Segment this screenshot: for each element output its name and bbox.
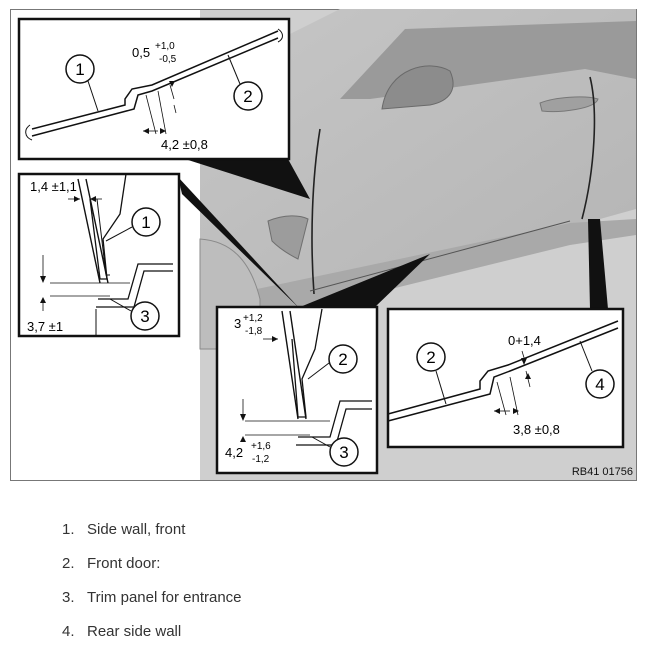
dim-offset: 0+1,4 xyxy=(508,333,541,348)
dim-gap-plus: +1,2 xyxy=(243,313,263,324)
door-gap-diagram: 1 2 0,5 +1,0 -0,5 4,2 ±0,8 1,4 ±1,1 1 xyxy=(10,9,637,481)
dim-gap: 3,8 ±0,8 xyxy=(513,422,560,437)
balloon-2: 2 xyxy=(426,348,435,367)
balloon-3: 3 xyxy=(339,443,348,462)
legend-text: Trim panel for entrance xyxy=(87,589,242,606)
callout-bottom-right: 2 4 0+1,4 3,8 ±0,8 xyxy=(386,307,625,449)
dim-gap-minus: -1,8 xyxy=(245,326,263,337)
dim-gap: 4,2 ±0,8 xyxy=(161,137,208,152)
legend-number: 3. xyxy=(62,589,75,606)
leader-wedges xyxy=(178,159,608,309)
balloon-1: 1 xyxy=(141,213,150,232)
reference-code: RB41 01756 xyxy=(572,466,633,478)
balloon-2: 2 xyxy=(338,350,347,369)
callout-middle-left: 1,4 ±1,1 1 3 3,7 ±1 xyxy=(17,172,181,338)
legend-number: 1. xyxy=(62,521,75,538)
dim-offset-minus: -0,5 xyxy=(159,54,177,65)
dim-offset-plus: +1,0 xyxy=(155,41,175,52)
legend-item: 1. Side wall, front xyxy=(62,520,242,554)
parts-legend: 1. Side wall, front 2. Front door: 3. Trim … xyxy=(62,520,242,656)
dim-gap: 1,4 ±1,1 xyxy=(30,179,77,194)
legend-number: 2. xyxy=(62,555,75,572)
legend-number: 4. xyxy=(62,623,75,640)
legend-text: Side wall, front xyxy=(87,521,186,538)
balloon-3: 3 xyxy=(140,307,149,326)
balloon-2: 2 xyxy=(243,87,252,106)
dim-depth-plus: +1,6 xyxy=(251,441,271,452)
legend-item: 2. Front door: xyxy=(62,554,242,588)
legend-item: 4. Rear side wall xyxy=(62,622,242,656)
callout-bottom-center: 3 +1,2 -1,8 2 3 4,2 +1,6 -1,2 xyxy=(215,305,379,475)
dim-depth-minus: -1,2 xyxy=(252,454,270,465)
legend-text: Rear side wall xyxy=(87,623,182,640)
legend-item: 3. Trim panel for entrance xyxy=(62,588,242,622)
balloon-4: 4 xyxy=(595,375,604,394)
dim-gap: 3 xyxy=(234,316,241,331)
dim-depth: 3,7 ±1 xyxy=(27,319,63,334)
legend-text: Front door: xyxy=(87,555,161,572)
dim-offset: 0,5 xyxy=(132,45,150,60)
callout-top-left: 1 2 0,5 +1,0 -0,5 4,2 ±0,8 xyxy=(17,17,291,161)
balloon-1: 1 xyxy=(75,60,84,79)
dim-depth: 4,2 xyxy=(225,445,243,460)
